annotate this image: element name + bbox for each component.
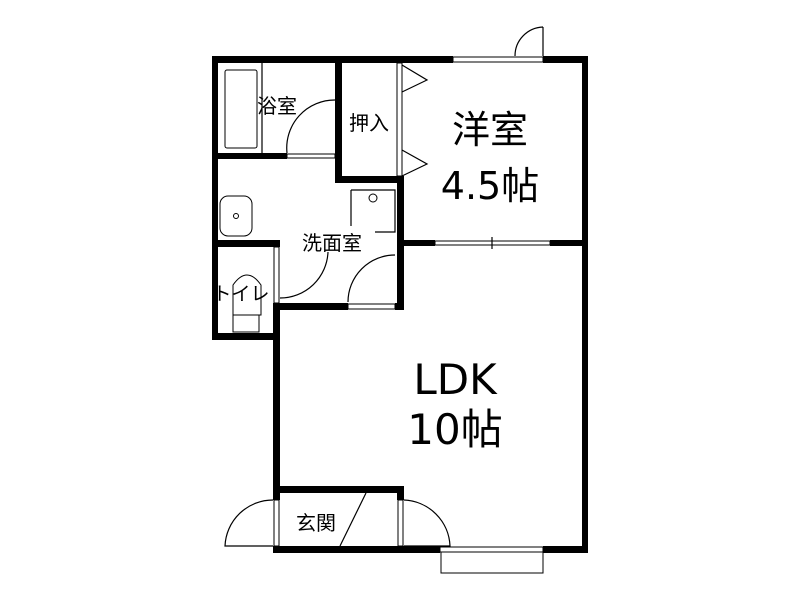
door-swing: [347, 254, 396, 303]
toilet-bowl: [232, 274, 262, 316]
door-swing: [403, 499, 451, 547]
label-western-room: 洋室: [452, 108, 528, 152]
window: [452, 56, 544, 63]
label-entrance: 玄関: [296, 511, 336, 535]
entrance-door: [224, 499, 274, 547]
door-swing: [286, 99, 336, 154]
door-swing: [279, 251, 329, 299]
label-ldk: LDK: [413, 355, 498, 404]
room-labels: 浴室 押入 洋室 4.5帖 洗面室 トイレ LDK 10帖 玄関: [212, 94, 539, 535]
door-swing: [514, 26, 544, 57]
washing-machine-space: [351, 189, 396, 233]
label-toilet: トイレ: [212, 283, 269, 305]
window: [439, 546, 544, 553]
walls: [212, 56, 588, 553]
bathtub: [224, 69, 258, 149]
label-washroom: 洗面室: [302, 231, 362, 255]
label-closet: 押入: [349, 111, 389, 135]
closet-door: [401, 64, 429, 177]
fixtures: [219, 26, 551, 574]
label-western-room-size: 4.5帖: [441, 164, 539, 208]
label-ldk-size: 10帖: [407, 405, 502, 454]
label-bath: 浴室: [257, 94, 297, 118]
